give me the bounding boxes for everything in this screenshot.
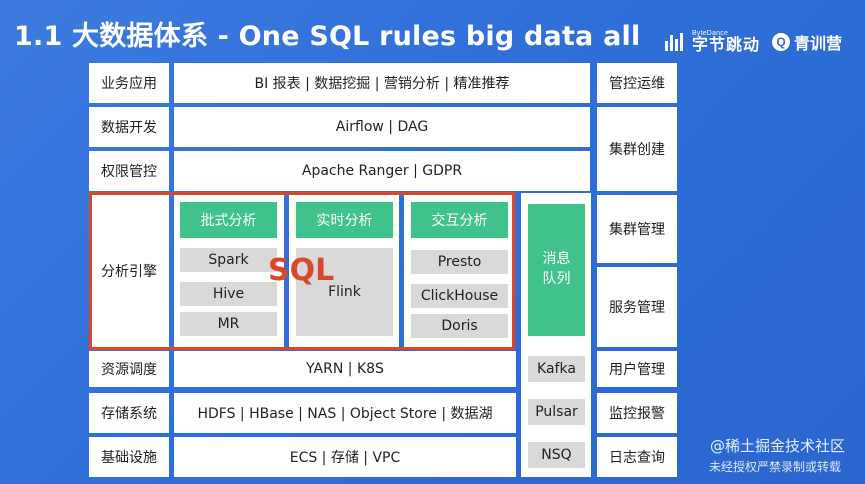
- layer-label-business: 业务应用: [89, 63, 169, 103]
- slide-title: 1.1 大数据体系 - One SQL rules big data all: [14, 21, 641, 52]
- bytedance-cn: 字节跳动: [692, 37, 761, 54]
- ops-service-manage: 服务管理: [597, 267, 677, 347]
- layer-label-dev: 数据开发: [89, 107, 169, 147]
- mq-nsq: NSQ: [528, 442, 585, 468]
- mq-header-line2: 队列: [542, 271, 571, 287]
- ops-log-query: 日志查询: [597, 437, 677, 477]
- ops-cluster-manage: 集群管理: [597, 195, 677, 263]
- engine-clickhouse: ClickHouse: [411, 284, 508, 308]
- data-dev-tools: Airflow | DAG: [174, 107, 590, 147]
- qingxunying-text: 青训营: [794, 36, 843, 53]
- layer-label-auth: 权限管控: [89, 151, 169, 191]
- qingxunying-icon: Q: [772, 33, 790, 51]
- storage-systems: HDFS | HBase | NAS | Object Store | 数据湖: [174, 393, 516, 433]
- layer-label-storage: 存储系统: [89, 393, 169, 433]
- infrastructure: ECS | 存储 | VPC: [174, 437, 516, 477]
- ops-monitor-alert: 监控报警: [597, 393, 677, 433]
- engine-flink: Flink: [296, 248, 393, 336]
- engine-doris: Doris: [411, 314, 508, 338]
- watermark: @稀土掘金技术社区: [709, 437, 845, 455]
- engine-spark: Spark: [180, 248, 277, 272]
- mq-header-line1: 消息: [542, 251, 571, 268]
- sql-label: SQL: [268, 253, 335, 288]
- bytedance-bars-icon: [665, 33, 687, 51]
- ops-management: 管控运维: [597, 63, 677, 103]
- mq-header: 消息 队列: [528, 204, 585, 336]
- bytedance-logo: ByteDance 字节跳动: [665, 30, 760, 54]
- engine-hive: Hive: [180, 282, 277, 306]
- realtime-header: 实时分析: [296, 202, 393, 238]
- layer-label-engine: 分析引擎: [89, 193, 169, 349]
- batch-header: 批式分析: [180, 202, 277, 238]
- ops-user-manage: 用户管理: [597, 351, 677, 387]
- mq-kafka: Kafka: [528, 356, 585, 382]
- engine-mr: MR: [180, 312, 277, 336]
- auth-tools: Apache Ranger | GDPR: [174, 151, 590, 191]
- resource-scheduling: YARN | K8S: [174, 351, 516, 387]
- watermark-notice: 未经授权严禁录制或转载: [708, 460, 841, 474]
- interactive-header: 交互分析: [411, 202, 508, 238]
- layer-label-infra: 基础设施: [89, 437, 169, 477]
- bytedance-en: ByteDance: [692, 30, 729, 37]
- layer-label-scheduling: 资源调度: [89, 351, 169, 387]
- business-apps: BI 报表 | 数据挖掘 | 营销分析 | 精准推荐: [174, 63, 590, 103]
- qingxunying-logo: Q 青训营: [772, 30, 842, 54]
- mq-pulsar: Pulsar: [528, 399, 585, 425]
- engine-presto: Presto: [411, 250, 508, 274]
- ops-cluster-create: 集群创建: [597, 107, 677, 191]
